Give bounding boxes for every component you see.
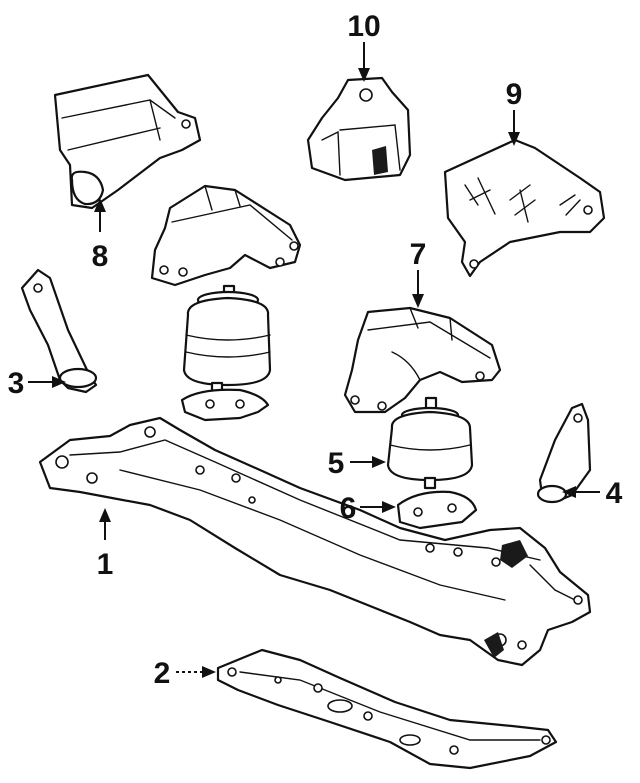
callout-3-label: 3	[8, 367, 25, 400]
part-8-heat-shield	[53, 73, 202, 210]
callout-1-label: 1	[97, 548, 114, 581]
callout-9-label: 9	[506, 78, 523, 111]
callout-leaders	[28, 42, 600, 678]
part-7-mount-bracket	[343, 306, 502, 414]
upper-left-mount-bracket	[150, 184, 302, 287]
callout-labels: 10 9 8 7 3 4 5 6 1 2	[8, 10, 623, 690]
part-5-rubber-mount	[386, 396, 474, 490]
part-4-strut	[536, 402, 592, 504]
callout-7-label: 7	[410, 238, 427, 271]
upper-left-retainer-plate	[180, 388, 270, 422]
callout-5-label: 5	[328, 447, 345, 480]
part-9-heat-shield	[443, 138, 606, 278]
callout-10-label: 10	[347, 10, 380, 43]
part-10-mount-bracket	[306, 76, 412, 182]
callout-4-label: 4	[606, 477, 623, 510]
callout-8-label: 8	[92, 240, 109, 273]
upper-left-rubber-mount	[182, 284, 272, 395]
part-3-strut	[20, 268, 98, 394]
callout-2-label: 2	[154, 657, 171, 690]
part-6-retainer-plate	[396, 490, 478, 530]
callout-6-label: 6	[340, 492, 357, 525]
part-1-crossmember	[38, 416, 592, 667]
part-2-brace-plate	[216, 648, 558, 770]
